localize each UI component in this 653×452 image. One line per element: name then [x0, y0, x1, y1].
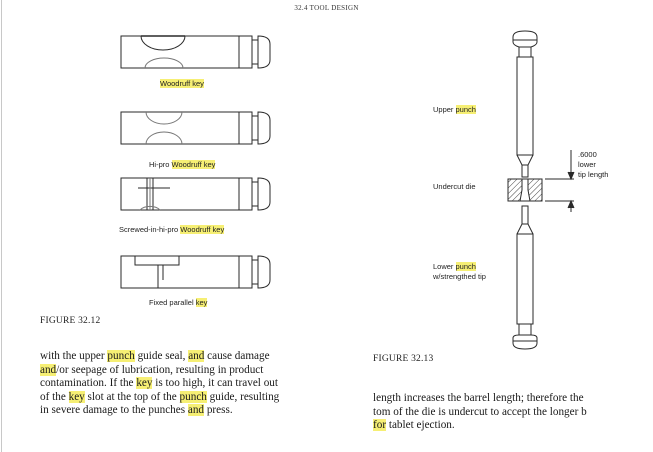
- undercut-die-drawing: [508, 179, 542, 201]
- woodruff-key-label: Woodruff key: [160, 79, 204, 88]
- hi-pro-woodruff-key-drawing: [121, 112, 270, 144]
- woodruff-key-drawing: [121, 36, 270, 68]
- upper-punch-drawing: [513, 31, 537, 177]
- text-line: in severe damage to the punches and pres…: [40, 404, 233, 417]
- undercut-die-label: Undercut die: [433, 182, 476, 191]
- text-line: with the upper punch guide seal, and cau…: [40, 350, 270, 362]
- left-body-paragraph: with the upper punch guide seal, and cau…: [40, 350, 279, 418]
- text-line: and/or seepage of lubrication, resulting…: [40, 363, 264, 376]
- text-line: for tablet ejection.: [373, 419, 455, 432]
- tip-length-dimension: [545, 150, 574, 212]
- text-line: contamination. If the key is too high, i…: [40, 377, 278, 390]
- screwed-in-woodruff-key-label: Screwed-in-hi-pro Woodruff key: [119, 225, 225, 234]
- right-body-paragraph: length increases the barrel length; ther…: [373, 392, 653, 433]
- lower-punch-drawing: [513, 206, 537, 349]
- running-head: 32.4 TOOL DESIGN: [294, 4, 359, 12]
- hi-pro-woodruff-key-label: Hi-pro Woodruff key: [149, 160, 216, 169]
- figure-32-12-caption: FIGURE 32.12: [40, 316, 101, 326]
- screwed-in-woodruff-key-drawing: [121, 178, 270, 210]
- text-line: tom of the die is undercut to accept the…: [373, 405, 587, 418]
- fixed-parallel-key-drawing: [121, 256, 270, 288]
- fixed-parallel-key-label: Fixed parallel key: [149, 298, 208, 307]
- tip-length-label: .6000 lower tip length: [578, 150, 609, 179]
- page-edge-rule: [1, 0, 2, 452]
- text-line: length increases the barrel length; ther…: [373, 392, 584, 404]
- upper-punch-label: Upper punch: [433, 105, 476, 114]
- lower-punch-label: Lower punch w/strengthed tip: [433, 262, 486, 281]
- figure-32-13-caption: FIGURE 32.13: [373, 354, 434, 364]
- text-line: of the key slot at the top of the punch …: [40, 390, 280, 403]
